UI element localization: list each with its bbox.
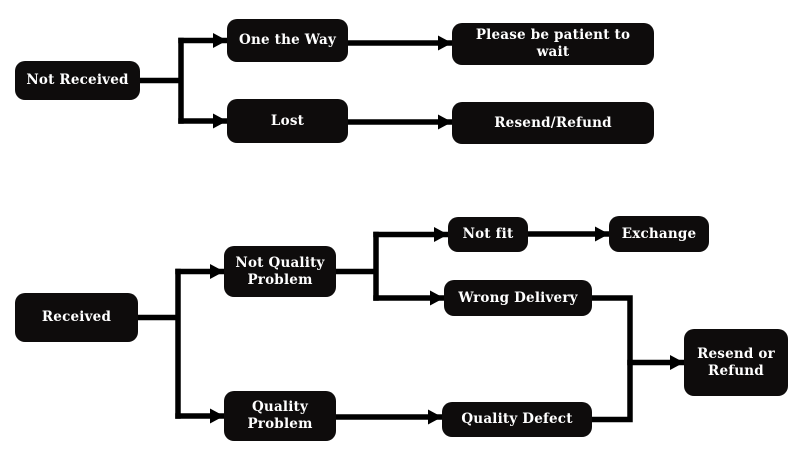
node-resend-refund: Resend/Refund — [452, 102, 654, 144]
edge-not-received-branch — [137, 37, 184, 124]
node-lost: Lost — [227, 99, 348, 143]
node-exchange: Exchange — [609, 216, 709, 252]
node-not-quality-problem: Not Quality Problem — [224, 246, 336, 297]
node-quality-defect: Quality Defect — [442, 402, 592, 437]
node-one-the-way: One the Way — [227, 19, 348, 62]
node-please-be-patient: Please be patient to wait — [452, 23, 654, 65]
node-not-received: Not Received — [15, 61, 140, 100]
node-wrong-delivery: Wrong Delivery — [444, 280, 592, 316]
edge-received-branch — [135, 268, 181, 419]
node-resend-or-refund: Resend or Refund — [684, 329, 788, 396]
node-received: Received — [15, 293, 138, 342]
node-not-fit: Not fit — [448, 217, 528, 252]
node-quality-problem: Quality Problem — [224, 391, 336, 441]
edge-merge-lines — [589, 295, 633, 423]
edge-not-quality-branch — [333, 231, 379, 301]
